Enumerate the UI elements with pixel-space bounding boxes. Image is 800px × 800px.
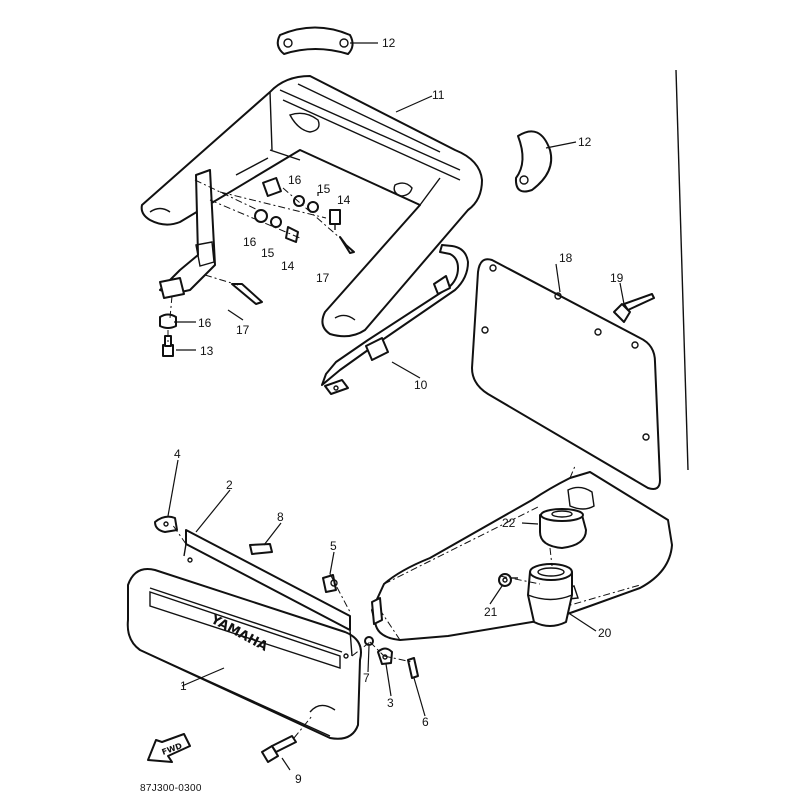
fwd-arrow-icon: FWD	[147, 733, 191, 763]
callout-9: 9	[295, 772, 302, 786]
bracket-10	[321, 244, 469, 395]
callout-13: 13	[200, 344, 214, 358]
fuel-tank	[371, 465, 673, 641]
screw-19	[613, 293, 655, 323]
callout-14-upper: 14	[337, 193, 351, 207]
callout-15-upper: 15	[317, 182, 331, 196]
callout-12-right: 12	[578, 135, 592, 149]
callout-17-right: 17	[316, 271, 330, 285]
front-bumper-1: YAMAHA	[126, 568, 362, 740]
callout-17-left: 17	[236, 323, 250, 337]
callout-8: 8	[277, 510, 284, 524]
plate-2	[183, 529, 353, 659]
filler-neck-20	[527, 563, 573, 627]
bolt-9	[261, 735, 297, 763]
callout-20: 20	[598, 626, 612, 640]
callout-leaders	[167, 42, 625, 771]
callout-3: 3	[387, 696, 394, 710]
callout-16-mid: 16	[243, 235, 257, 249]
fastener-set-right	[262, 177, 355, 254]
grab-rail-11	[140, 75, 483, 338]
callout-1: 1	[180, 679, 187, 693]
panel-18	[471, 258, 661, 490]
callout-11: 11	[432, 88, 445, 102]
callout-10: 10	[414, 378, 428, 392]
callout-16-upper: 16	[288, 173, 302, 187]
pad-12-right	[514, 130, 553, 193]
callout-22: 22	[502, 516, 516, 530]
callout-12-top: 12	[382, 36, 396, 50]
callout-16-lower: 16	[198, 316, 212, 330]
callout-21: 21	[484, 605, 498, 619]
frame-edge-line	[675, 69, 689, 471]
callout-19: 19	[610, 271, 624, 285]
callout-5: 5	[330, 539, 337, 553]
grommet-21	[498, 573, 518, 587]
cap-22	[539, 508, 587, 549]
callout-15-lower: 15	[261, 246, 275, 260]
pad-12-top	[276, 26, 354, 55]
label-8	[249, 543, 273, 555]
callout-14-lower: 14	[281, 259, 295, 273]
callout-7: 7	[363, 671, 370, 685]
callout-6: 6	[422, 715, 429, 729]
callout-18: 18	[559, 251, 573, 265]
left-bracket	[159, 169, 216, 299]
clip-4	[154, 515, 178, 533]
callout-4: 4	[174, 447, 181, 461]
part-code: 87J300-0300	[140, 783, 202, 794]
callout-labels: 1 2 3 4 5 6 7 8 9 10 11 12 12 13 14 14 1…	[174, 36, 624, 786]
callout-2: 2	[226, 478, 233, 492]
clip-6	[407, 657, 419, 679]
